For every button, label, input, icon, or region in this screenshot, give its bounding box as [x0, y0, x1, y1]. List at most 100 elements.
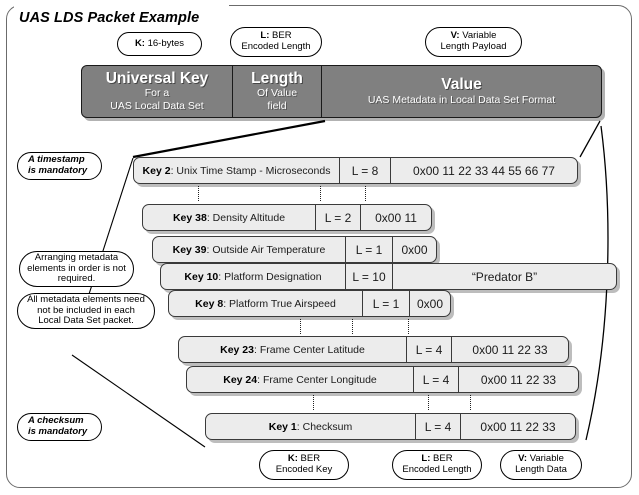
k-legend: K: BER Encoded Key: [259, 450, 349, 480]
row-length-cell: L = 1: [362, 291, 409, 316]
row-key-label: Key 24: [223, 373, 258, 386]
v-callout: V: Variable Length Payload: [425, 27, 522, 57]
row-key-name: Checksum: [302, 420, 353, 433]
ordering-note-line3: required.: [57, 273, 96, 285]
table-row: Key 38: Density Altitude L = 2 0x00 11: [142, 204, 432, 231]
v-legend-line2: Length Data: [515, 464, 567, 475]
row-key-name: Frame Center Longitude: [262, 373, 377, 386]
row-value-cell: 0x00 11 22 33: [458, 367, 578, 392]
tick-connector: [408, 319, 410, 334]
optional-note: All metadata elements need not be includ…: [17, 293, 155, 329]
row-length-cell: L = 4: [413, 367, 458, 392]
table-row: Key 10: Platform Designation L = 10 “Pre…: [160, 263, 617, 290]
checksum-note-line1: A checksum: [28, 415, 84, 427]
ordering-note-line1: Arranging metadata: [34, 251, 119, 263]
k-legend-text: BER: [297, 453, 321, 465]
table-row: Key 39: Outside Air Temperature L = 1 0x…: [152, 236, 437, 263]
table-row: Key 8: Platform True Airspeed L = 1 0x00: [168, 290, 451, 317]
row-key-label: Key 2: [142, 164, 171, 177]
v-callout-bold: V:: [450, 30, 460, 42]
k-callout: K: 16-bytes: [117, 32, 202, 56]
l-callout-text: BER: [269, 30, 292, 42]
klv-length-sub2: field: [267, 100, 287, 113]
row-key-cell: Key 1: Checksum: [268, 420, 353, 433]
row-key-cell: Key 39: Outside Air Temperature: [172, 243, 326, 256]
v-callout-line2: Length Payload: [440, 41, 507, 52]
table-row: Key 2: Unix Time Stamp - Microseconds L …: [133, 157, 578, 184]
v-legend-bold: V:: [518, 453, 528, 465]
row-value-cell: 0x00 11 22 33 44 55 66 77: [390, 158, 577, 183]
l-legend-line2: Encoded Length: [402, 464, 472, 475]
row-key-name: Density Altitude: [212, 211, 286, 224]
page-title: UAS LDS Packet Example: [19, 10, 200, 26]
row-value-cell: 0x00 11 22 33: [460, 414, 575, 439]
row-key-cell: Key 24: Frame Center Longitude: [223, 373, 377, 386]
row-key-cell: Key 10: Platform Designation: [184, 270, 322, 283]
row-length-cell: L = 4: [415, 414, 460, 439]
tick-connector: [300, 319, 302, 334]
tick-connector: [313, 395, 315, 410]
klv-header-bar: Universal Key For a UAS Local Data Set L…: [81, 65, 602, 118]
row-key-label: Key 10: [184, 270, 219, 283]
l-callout: L: BER Encoded Length: [230, 27, 322, 57]
k-callout-text: 16-bytes: [144, 37, 185, 49]
row-key-label: Key 1: [268, 420, 297, 433]
row-length-cell: L = 8: [339, 158, 390, 183]
ordering-note-line2: elements in order is not: [27, 262, 126, 274]
table-row: Key 23: Frame Center Latitude L = 4 0x00…: [178, 336, 569, 363]
title-notch-mask: [14, 0, 229, 10]
tick-connector: [352, 319, 354, 334]
ordering-note: Arranging metadata elements in order is …: [19, 251, 134, 287]
row-key-label: Key 38: [172, 211, 207, 224]
row-key-cell: Key 38: Density Altitude: [172, 211, 286, 224]
v-legend: V: Variable Length Data: [500, 450, 582, 480]
timestamp-note-line2: is mandatory: [28, 165, 88, 176]
klv-universal-key-cell: Universal Key For a UAS Local Data Set: [82, 66, 232, 117]
l-legend-text: BER: [430, 453, 453, 465]
row-length-cell: L = 10: [345, 264, 392, 289]
row-key-name: Frame Center Latitude: [259, 343, 365, 356]
table-row: Key 1: Checksum L = 4 0x00 11 22 33: [205, 413, 576, 440]
row-key-name: Platform Designation: [224, 270, 322, 283]
tick-connector: [470, 395, 472, 410]
row-length-cell: L = 4: [406, 337, 451, 362]
k-callout-bold: K:: [134, 37, 145, 49]
klv-key-title: Universal Key: [105, 70, 209, 88]
tick-connector: [365, 186, 367, 201]
klv-value-sub1: UAS Metadata in Local Data Set Format: [367, 93, 556, 106]
row-value-cell: 0x00: [409, 291, 450, 316]
row-length-cell: L = 1: [345, 237, 392, 262]
optional-note-line3: Local Data Set packet.: [38, 315, 134, 327]
row-key-label: Key 23: [220, 343, 254, 356]
v-legend-text: Variable: [527, 453, 564, 465]
tick-connector: [428, 395, 430, 410]
row-key-label: Key 39: [172, 243, 207, 256]
l-callout-bold: L:: [260, 30, 270, 42]
row-value-cell: 0x00 11 22 33: [451, 337, 568, 362]
klv-length-sub1: Of Value: [256, 87, 298, 100]
klv-key-sub1: For a: [144, 87, 170, 100]
klv-key-sub2: UAS Local Data Set: [110, 100, 204, 113]
k-legend-bold: K:: [287, 453, 298, 465]
row-key-cell: Key 23: Frame Center Latitude: [220, 343, 365, 356]
row-value-cell: “Predator B”: [392, 264, 616, 289]
row-value-cell: 0x00: [392, 237, 436, 262]
tick-connector: [320, 186, 322, 201]
klv-value-title: Value: [441, 76, 482, 94]
timestamp-note: A timestamp is mandatory: [17, 152, 102, 180]
optional-note-line1: All metadata elements need: [27, 293, 145, 305]
row-key-name: Unix Time Stamp - Microseconds: [176, 164, 331, 177]
tick-connector: [198, 186, 200, 201]
row-length-cell: L = 2: [315, 205, 360, 230]
v-callout-text: Variable: [459, 30, 497, 42]
row-key-name: Platform True Airspeed: [229, 297, 336, 310]
table-row: Key 24: Frame Center Longitude L = 4 0x0…: [186, 366, 579, 393]
l-callout-line2: Encoded Length: [241, 41, 311, 52]
row-key-cell: Key 8: Platform True Airspeed: [195, 297, 336, 310]
row-key-label: Key 8: [195, 297, 224, 310]
checksum-note-line2: is mandatory: [28, 426, 88, 437]
diagram-frame: [6, 5, 632, 488]
checksum-note: A checksum is mandatory: [17, 413, 102, 441]
l-legend: L: BER Encoded Length: [392, 450, 482, 480]
